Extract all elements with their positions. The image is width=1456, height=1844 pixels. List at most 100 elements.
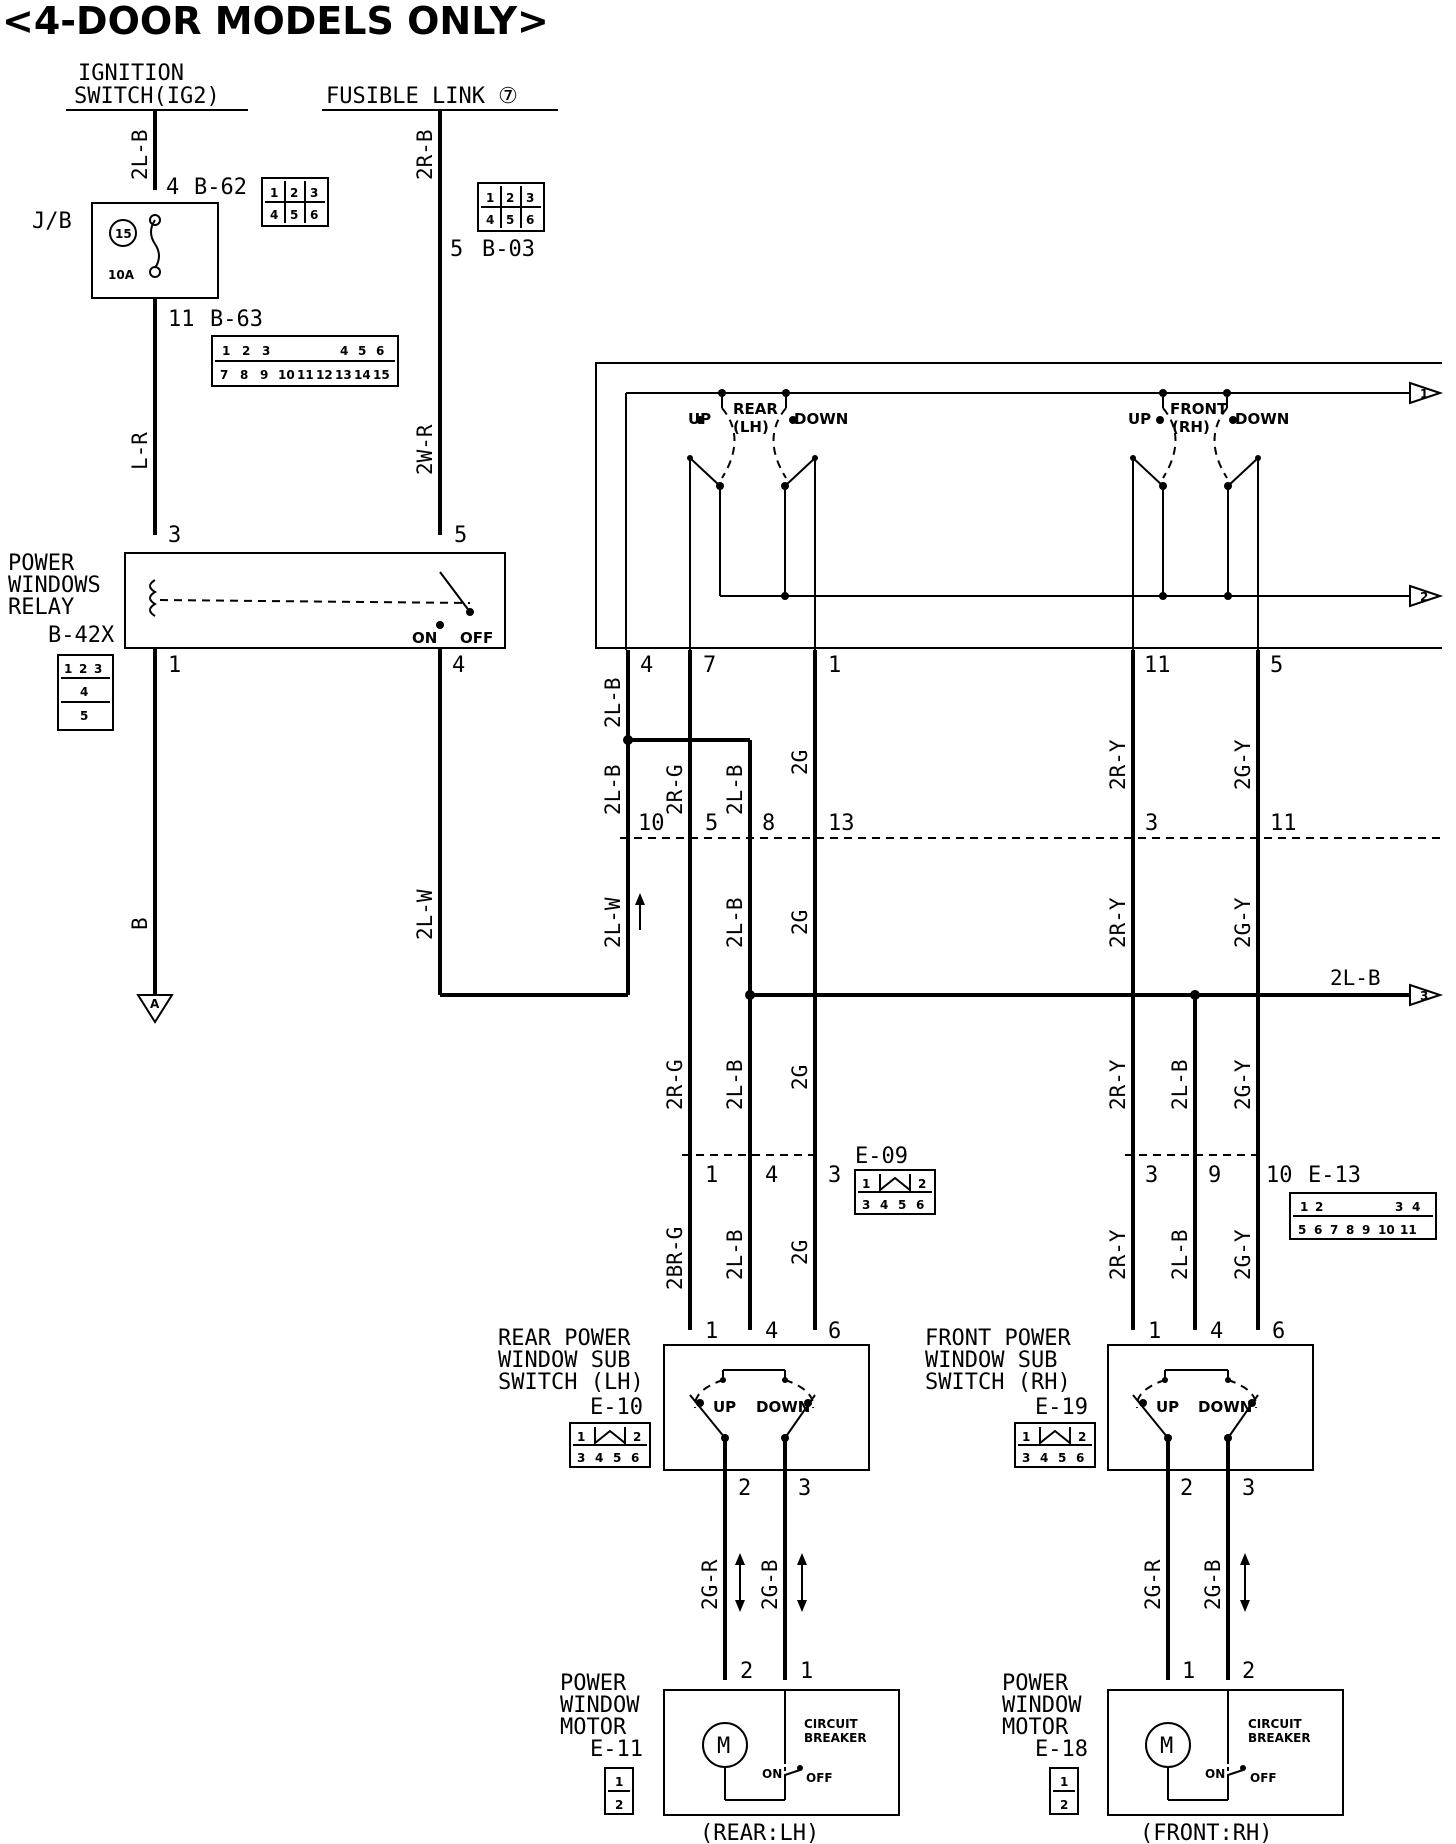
offpage-2-label: 2 [1420, 590, 1428, 604]
power-windows-relay [124, 552, 506, 649]
svg-text:6: 6 [1314, 1223, 1322, 1237]
rear-switch-down-label: DOWN [794, 410, 848, 428]
svg-text:1: 1 [270, 186, 278, 200]
svg-text:3: 3 [577, 1451, 585, 1465]
pin-j-5: 5 [705, 811, 718, 836]
wire-label-sw-2lb-c: 2L-B [723, 764, 747, 815]
sub-switch-lh-up: UP [713, 1398, 736, 1416]
sub-rh-up-arm [1132, 1394, 1169, 1439]
svg-text:13: 13 [335, 368, 352, 382]
svg-text:1: 1 [1022, 1430, 1030, 1444]
motor-rh-label-3: MOTOR [1002, 1715, 1069, 1740]
wire-label-e-2gy: 2G-Y [1231, 1229, 1255, 1280]
svg-text:4: 4 [270, 208, 278, 222]
wire-label-2wr: 2W-R [413, 424, 437, 475]
wire-label-e-2lb-r: 2L-B [1168, 1229, 1192, 1280]
svg-text:3: 3 [262, 344, 270, 358]
svg-text:3: 3 [526, 191, 534, 205]
pin-e10-3: 3 [798, 1476, 811, 1501]
motor-rh-cb2: BREAKER [1248, 1731, 1311, 1745]
connector-b63-label: B-63 [210, 307, 263, 332]
wire-label-ig-2lb: 2L-B [128, 129, 152, 180]
svg-text:10: 10 [1378, 1223, 1395, 1237]
sub-lh-up-arm [689, 1394, 726, 1439]
svg-text:6: 6 [631, 1451, 639, 1465]
pin-e10-4: 4 [765, 1319, 778, 1344]
motor-rh-label-2: WINDOW [1002, 1693, 1082, 1718]
pin-e19-2: 2 [1180, 1476, 1193, 1501]
front-switch-up-label: UP [1128, 410, 1151, 428]
svg-text:5: 5 [1058, 1451, 1066, 1465]
pin-e19-6: 6 [1272, 1319, 1285, 1344]
svg-text:4: 4 [486, 213, 494, 227]
relay-link [159, 599, 471, 604]
pin-e10-1: 1 [705, 1319, 718, 1344]
pin-e11-1: 1 [800, 1659, 813, 1684]
front-switch-down-label: DOWN [1235, 410, 1289, 428]
svg-text:2: 2 [1060, 1798, 1068, 1812]
svg-text:5: 5 [898, 1198, 906, 1212]
svg-text:6: 6 [916, 1198, 924, 1212]
svg-text:15: 15 [373, 368, 390, 382]
connector-b03-label: B-03 [482, 237, 535, 262]
motor-lh-label-2: WINDOW [560, 1693, 640, 1718]
motor-rh-symbol: M [1160, 1734, 1173, 1759]
sub-switch-rh-label-2: WINDOW SUB [925, 1348, 1057, 1373]
sub-rh-down-arm [1227, 1394, 1259, 1439]
jb-label: J/B [32, 209, 72, 234]
pin-e10-2: 2 [738, 1476, 751, 1501]
pin-e19-3: 3 [1242, 1476, 1255, 1501]
sub-switch-rh-up: UP [1156, 1398, 1179, 1416]
wire-label-sw-2rg: 2R-G [663, 764, 687, 815]
svg-text:2: 2 [615, 1798, 623, 1812]
wire-label-bus-2lb: 2L-B [1330, 966, 1381, 990]
rear-switch-label-1: REAR [733, 400, 778, 418]
pin-e19-4: 4 [1210, 1319, 1223, 1344]
ground-triangle-icon [136, 994, 174, 1024]
motor-rh-caption: (FRONT:RH) [1140, 1821, 1272, 1844]
svg-text:4: 4 [880, 1198, 888, 1212]
wire-label-lr: L-R [128, 432, 152, 470]
svg-text:1: 1 [64, 662, 72, 676]
svg-text:3: 3 [1022, 1451, 1030, 1465]
svg-text:7: 7 [1330, 1223, 1338, 1237]
wire-label-low-2ry: 2R-Y [1106, 1059, 1130, 1110]
fuse-rating: 10A [108, 268, 135, 282]
connector-e11-label: E-11 [590, 1737, 643, 1762]
sub-switch-lh-label-2: WINDOW SUB [498, 1348, 630, 1373]
svg-text:2: 2 [242, 344, 250, 358]
svg-text:3: 3 [862, 1198, 870, 1212]
motor-rh-off: OFF [1250, 1771, 1277, 1785]
sub-switch-rh-down: DOWN [1198, 1398, 1252, 1416]
offpage-3-icon [1409, 983, 1444, 1007]
svg-text:5: 5 [506, 213, 514, 227]
motor-lh-label-1: POWER [560, 1671, 627, 1696]
wire-label-m-2gr-r: 2G-R [1141, 1559, 1165, 1610]
offpage-2-icon [1409, 584, 1444, 608]
motor-lh-label-3: MOTOR [560, 1715, 627, 1740]
connector-e19-label: E-19 [1035, 1395, 1088, 1420]
svg-text:6: 6 [310, 208, 318, 222]
wire-label-sw-2lb: 2L-B [601, 677, 625, 728]
motor-lh-symbol: M [717, 1734, 730, 1759]
svg-text:2: 2 [1078, 1430, 1086, 1444]
pin-e09-1: 1 [705, 1163, 718, 1188]
svg-text:11: 11 [1400, 1223, 1417, 1237]
svg-text:1: 1 [615, 1775, 623, 1789]
wire-label-e-2ry: 2R-Y [1106, 1229, 1130, 1280]
svg-text:6: 6 [376, 344, 384, 358]
motor-rh-on: ON [1205, 1767, 1225, 1781]
wire-label-e-2g: 2G [788, 1240, 812, 1265]
pin-e11-2: 2 [740, 1659, 753, 1684]
rear-switch-label-2: (LH) [733, 418, 769, 436]
ignition-label-1: IGNITION [78, 61, 184, 86]
wire-label-m-2gb-r: 2G-B [1201, 1559, 1225, 1610]
svg-text:1: 1 [1300, 1200, 1308, 1214]
pin-relay-1: 1 [168, 653, 181, 678]
svg-text:5: 5 [1298, 1223, 1306, 1237]
connector-b62-label: B-62 [194, 175, 247, 200]
wire-label-m-2gb-l: 2G-B [758, 1559, 782, 1610]
svg-text:8: 8 [1346, 1223, 1354, 1237]
